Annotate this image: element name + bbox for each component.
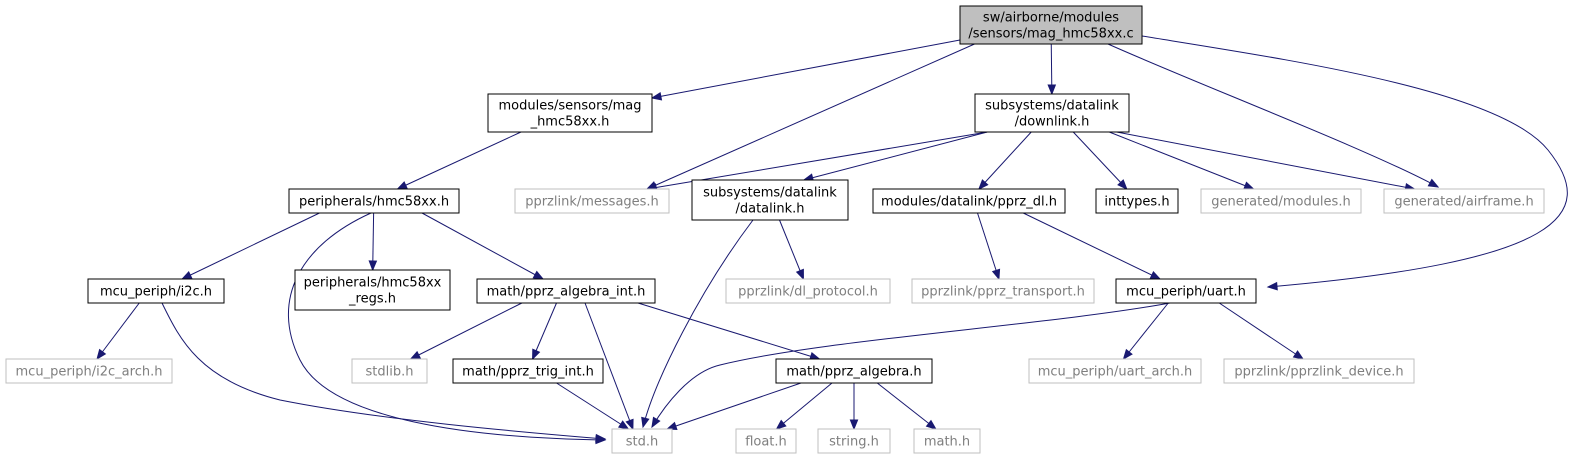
- node-label: pprzlink/messages.h: [525, 195, 659, 210]
- edge-hmc58xx-to-hmc_regs: [368, 212, 378, 272]
- edge-downlink-to-pprz_dl: [978, 131, 1032, 190]
- node-hmc58xx[interactable]: peripherals/hmc58xx.h: [288, 188, 460, 214]
- node-label: float.h: [745, 435, 787, 450]
- node-label: inttypes.h: [1104, 195, 1169, 210]
- edge-root-to-messages: [645, 43, 975, 190]
- node-label: subsystems/datalink: [985, 99, 1119, 114]
- edge-algebra-to-float: [775, 382, 833, 430]
- node-uart-arch: mcu_periph/uart_arch.h: [1028, 358, 1202, 384]
- edge-root-to-uart: [1141, 35, 1568, 291]
- node-label: mcu_periph/i2c.h: [100, 285, 212, 300]
- node-label: std.h: [626, 435, 659, 450]
- node-label: modules/sensors/mag: [499, 99, 642, 114]
- node-algebra[interactable]: math/pprz_algebra.h: [775, 358, 933, 384]
- node-label: pprzlink/dl_protocol.h: [738, 285, 878, 300]
- node-stdlib: stdlib.h: [351, 358, 428, 384]
- edge-uart-to-uart_arch: [1122, 302, 1169, 361]
- node-trig-int[interactable]: math/pprz_trig_int.h: [452, 358, 604, 384]
- node-i2c-arch: mcu_periph/i2c_arch.h: [5, 358, 173, 384]
- node-label: peripherals/hmc58xx: [304, 276, 442, 291]
- node-label: subsystems/datalink: [703, 186, 837, 201]
- node-label: math/pprz_trig_int.h: [462, 365, 594, 380]
- node-messages: pprzlink/messages.h: [514, 188, 670, 214]
- node-float: float.h: [735, 428, 797, 454]
- edge-algebra-to-math: [876, 382, 937, 430]
- edge-root-to-downlink: [1047, 43, 1057, 96]
- node-label: generated/modules.h: [1211, 195, 1350, 210]
- node-pprzlink-device: pprzlink/pprzlink_device.h: [1223, 358, 1415, 384]
- node-datalink[interactable]: subsystems/datalink/datalink.h: [691, 179, 849, 221]
- node-alg-int[interactable]: math/pprz_algebra_int.h: [476, 278, 656, 304]
- edge-downlink-to-gen_modules: [1109, 131, 1255, 190]
- edge-pprz_dl-to-pprz_transport: [977, 212, 1001, 281]
- edge-hmc58xx-to-std: [287, 212, 607, 445]
- edge-hmc58xx-to-i2c: [180, 212, 320, 280]
- node-label: math.h: [924, 435, 970, 450]
- node-label: pprzlink/pprz_transport.h: [921, 285, 1085, 300]
- node-pprz-dl[interactable]: modules/datalink/pprz_dl.h: [872, 188, 1066, 214]
- edge-downlink-to-inttypes: [1072, 131, 1128, 190]
- node-math: math.h: [913, 428, 981, 454]
- node-uart[interactable]: mcu_periph/uart.h: [1115, 278, 1257, 304]
- node-inttypes[interactable]: inttypes.h: [1095, 188, 1179, 214]
- node-hmc-regs[interactable]: peripherals/hmc58xx_regs.h: [294, 269, 451, 311]
- node-string: string.h: [817, 428, 891, 454]
- node-downlink[interactable]: subsystems/datalink/downlink.h: [974, 93, 1130, 133]
- edge-datalink-to-dl_protocol: [779, 219, 804, 281]
- node-dl-protocol: pprzlink/dl_protocol.h: [725, 278, 891, 304]
- node-label: string.h: [829, 435, 879, 450]
- node-gen-modules: generated/modules.h: [1200, 188, 1362, 214]
- edge-datalink-to-std: [641, 219, 754, 429]
- node-label: _regs.h: [348, 292, 396, 307]
- edge-root-to-gen_airframe: [1107, 43, 1440, 188]
- node-label: math/pprz_algebra_int.h: [487, 285, 646, 300]
- node-i2c[interactable]: mcu_periph/i2c.h: [87, 278, 225, 304]
- edge-downlink-to-datalink: [802, 131, 988, 182]
- node-label: /datalink.h: [735, 202, 804, 217]
- node-label: modules/datalink/pprz_dl.h: [881, 195, 1057, 210]
- edge-trig_int-to-std: [556, 382, 630, 430]
- node-label: math/pprz_algebra.h: [786, 365, 921, 380]
- node-std: std.h: [611, 428, 673, 454]
- edge-downlink-to-gen_airframe: [1116, 131, 1416, 192]
- node-gen-airframe: generated/airframe.h: [1383, 188, 1545, 214]
- node-pprz-transport: pprzlink/pprz_transport.h: [911, 278, 1095, 304]
- node-label: stdlib.h: [366, 365, 414, 380]
- node-label: /downlink.h: [1015, 115, 1090, 130]
- edge-root-to-mag_h: [650, 39, 961, 101]
- node-label: sw/airborne/modules: [983, 11, 1119, 26]
- edge-mag_h-to-hmc58xx: [396, 131, 522, 190]
- node-label: pprzlink/pprzlink_device.h: [1234, 365, 1403, 380]
- node-label: mcu_periph/i2c_arch.h: [16, 365, 163, 380]
- edges: [96, 35, 1568, 445]
- nodes: sw/airborne/modules/sensors/mag_hmc58xx.…: [5, 5, 1545, 454]
- node-label: peripherals/hmc58xx.h: [299, 195, 449, 210]
- edge-pprz_dl-to-uart: [1023, 212, 1162, 280]
- node-label: mcu_periph/uart.h: [1126, 285, 1246, 300]
- edge-uart-to-std: [651, 302, 1171, 429]
- node-label: generated/airframe.h: [1394, 195, 1533, 210]
- edge-alg_int-to-trig_int: [532, 302, 557, 361]
- edge-alg_int-to-stdlib: [409, 302, 523, 360]
- edge-alg_int-to-std: [584, 302, 634, 431]
- edge-uart-to-pprzlink_device: [1218, 302, 1305, 360]
- edge-i2c-to-std: [161, 302, 607, 443]
- edge-i2c-to-i2c_arch: [96, 302, 140, 361]
- node-label: /sensors/mag_hmc58xx.c: [968, 27, 1133, 42]
- node-label: mcu_periph/uart_arch.h: [1038, 365, 1193, 380]
- edge-hmc58xx-to-alg_int: [421, 212, 545, 280]
- node-root[interactable]: sw/airborne/modules/sensors/mag_hmc58xx.…: [959, 5, 1143, 45]
- node-mag-h[interactable]: modules/sensors/mag_hmc58xx.h: [487, 93, 653, 133]
- node-label: _hmc58xx.h: [530, 115, 610, 130]
- edge-algebra-to-string: [849, 383, 859, 431]
